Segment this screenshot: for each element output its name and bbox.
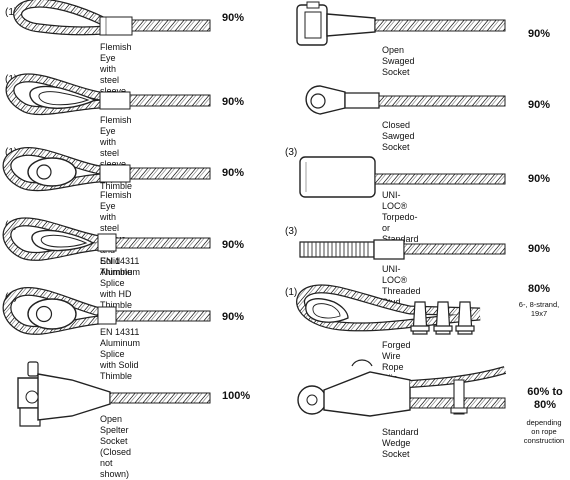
uniloc-torpedo-button-icon: [0, 0, 570, 210]
aluminum-splice-hd-thimble-icon: [0, 0, 280, 280]
caption-line: Closed Sawged Socket: [382, 120, 415, 152]
subnote: 6-, 8-strand, 19x7: [510, 300, 568, 318]
efficiency-label: 60% to 80%: [520, 386, 570, 412]
open-spelter-socket-icon: [0, 0, 280, 440]
note-label: (1): [285, 287, 298, 298]
caption: Flemish Eye with steel sleeve: [100, 42, 132, 97]
open-swaged-socket-icon: [0, 0, 570, 60]
closed-swaged-socket-icon: [0, 0, 570, 140]
subnote-line: 6-, 8-strand,: [518, 300, 560, 309]
caption-line: EN 14311 Aluminum Splice: [100, 327, 141, 359]
subnote-line: 19x7: [530, 309, 548, 318]
uniloc-threaded-stud-icon: [0, 0, 570, 280]
caption-line: Open Spelter Socket: [100, 414, 129, 446]
subnote-line: depending: [526, 418, 562, 427]
subnote-line: on rope: [531, 427, 557, 436]
aluminum-splice-solid-thimble-icon: [0, 0, 280, 350]
caption: EN 14311 Aluminum Splice with HD Thimble: [100, 256, 140, 311]
caption-line: Flemish Eye with steel sleeve: [100, 42, 132, 96]
efficiency-label: 90%: [222, 311, 245, 323]
caption-line: (Closed not shown): [100, 447, 132, 479]
efficiency-label: 90%: [222, 12, 245, 24]
efficiency-label: 90%: [528, 243, 551, 255]
efficiency-line: 60% to: [527, 386, 563, 398]
efficiency-label: 90%: [222, 167, 245, 179]
caption-line: Open Swaged Socket: [382, 45, 415, 77]
efficiency-label: 90%: [528, 173, 551, 185]
efficiency-label: 90%: [528, 99, 551, 111]
caption-line: Standard Wedge Socket: [382, 427, 419, 459]
caption-line: EN 14311 Aluminum Splice: [100, 256, 141, 288]
flemish-eye-hd-thimble-icon: [0, 0, 280, 140]
efficiency-label: 90%: [222, 239, 245, 251]
subnote: depending on rope construction: [516, 418, 570, 445]
flemish-eye-steel-sleeve-icon: [0, 0, 280, 60]
flemish-eye-solid-thimble-icon: [0, 0, 280, 210]
caption-line: with HD Thimble: [100, 289, 133, 310]
efficiency-label: 90%: [528, 28, 551, 40]
caption: Open Swaged Socket: [382, 45, 415, 78]
standard-wedge-socket-icon: [0, 0, 570, 440]
note-label: (1): [5, 7, 18, 18]
caption-line: Flemish Eye with steel sleeve: [100, 115, 132, 169]
caption: Standard Wedge Socket: [382, 427, 419, 460]
caption: EN 14311 Aluminum Splice with Solid Thim…: [100, 327, 140, 382]
forged-wire-rope-clip-icon: [0, 0, 570, 350]
note-label: (3): [285, 147, 298, 158]
efficiency-line: 80%: [533, 399, 557, 411]
caption-line: with Solid Thimble: [100, 360, 139, 381]
efficiency-label: 100%: [222, 390, 251, 402]
note-label: (3): [285, 226, 298, 237]
efficiency-label: 90%: [222, 96, 245, 108]
caption: Closed Sawged Socket: [382, 120, 415, 153]
subnote-line: construction: [523, 436, 565, 445]
efficiency-label: 80%: [528, 283, 551, 295]
